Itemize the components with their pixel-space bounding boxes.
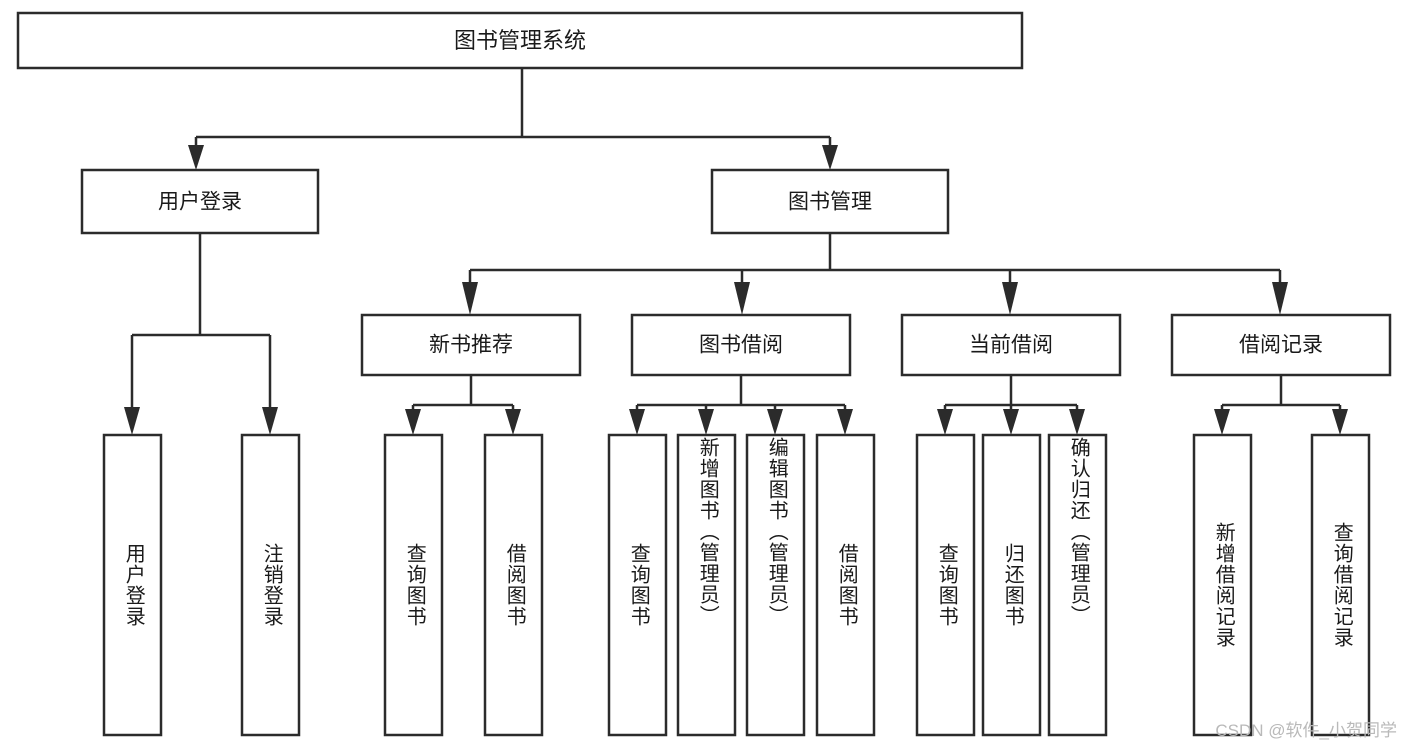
node-root-box bbox=[16, 11, 1024, 70]
arrow-current-borrow-leaf2 bbox=[1003, 409, 1019, 435]
node-user-login-label: 用户登录 bbox=[158, 191, 242, 214]
leaf-box-query-book-2[interactable] bbox=[607, 433, 668, 737]
arrow-bm-to-book-borrow bbox=[734, 282, 750, 315]
arrow-new-book-leaf1 bbox=[405, 409, 421, 435]
arrow-current-borrow-leaf1 bbox=[937, 409, 953, 435]
arrow-book-borrow-leaf1 bbox=[629, 409, 645, 435]
node-new-book-recommend[interactable]: 新书推荐 bbox=[360, 313, 582, 377]
arrow-borrow-record-leaf2 bbox=[1332, 409, 1348, 435]
node-book-borrow-label: 图书借阅 bbox=[699, 334, 783, 357]
node-borrow-record[interactable]: 借阅记录 bbox=[1170, 313, 1392, 377]
leaf-box-borrow-book-1[interactable] bbox=[483, 433, 544, 737]
node-root[interactable]: 图书管理系统 bbox=[16, 11, 1024, 70]
arrow-bm-to-current-borrow bbox=[1002, 282, 1018, 315]
node-current-borrow-box bbox=[900, 313, 1122, 377]
leaf-box-user-login[interactable] bbox=[102, 433, 163, 737]
leaf-box-query-book-1[interactable] bbox=[383, 433, 444, 737]
node-current-borrow-label: 当前借阅 bbox=[969, 334, 1053, 357]
leaf-box-query-book-3[interactable] bbox=[915, 433, 976, 737]
arrow-bm-to-borrow-record bbox=[1272, 282, 1288, 315]
arrow-root-to-book-management bbox=[822, 145, 838, 170]
leaf-box-query-record[interactable] bbox=[1310, 433, 1371, 737]
arrow-book-borrow-leaf3 bbox=[767, 409, 783, 435]
node-book-management[interactable]: 图书管理 bbox=[710, 168, 950, 235]
arrow-book-borrow-leaf2 bbox=[698, 409, 714, 435]
arrow-user-login-leaf2 bbox=[262, 407, 278, 435]
arrow-bm-to-new-book bbox=[462, 282, 478, 315]
node-book-management-label: 图书管理 bbox=[788, 191, 872, 214]
arrow-book-borrow-leaf4 bbox=[837, 409, 853, 435]
leaf-box-logout[interactable] bbox=[240, 433, 301, 737]
arrow-current-borrow-leaf3 bbox=[1069, 409, 1085, 435]
node-borrow-record-box bbox=[1170, 313, 1392, 377]
node-borrow-record-label: 借阅记录 bbox=[1239, 334, 1323, 357]
node-book-borrow-box bbox=[630, 313, 852, 377]
leaf-box-add-record[interactable] bbox=[1192, 433, 1253, 737]
node-user-login[interactable]: 用户登录 bbox=[80, 168, 320, 235]
arrow-new-book-leaf2 bbox=[505, 409, 521, 435]
arrow-root-to-user-login bbox=[188, 145, 204, 170]
csdn-watermark: CSDN @软件_小贺同学 bbox=[1215, 721, 1397, 740]
node-new-book-recommend-box bbox=[360, 313, 582, 377]
leaf-box-borrow-book-2[interactable] bbox=[815, 433, 876, 737]
leaf-box-confirm-return[interactable] bbox=[1047, 433, 1108, 737]
node-current-borrow[interactable]: 当前借阅 bbox=[900, 313, 1122, 377]
node-root-label: 图书管理系统 bbox=[454, 28, 586, 53]
arrow-borrow-record-leaf1 bbox=[1214, 409, 1230, 435]
node-book-borrow[interactable]: 图书借阅 bbox=[630, 313, 852, 377]
node-new-book-recommend-label: 新书推荐 bbox=[429, 334, 513, 357]
leaf-box-return-book[interactable] bbox=[981, 433, 1042, 737]
arrow-user-login-leaf1 bbox=[124, 407, 140, 435]
leaf-box-edit-book[interactable] bbox=[745, 433, 806, 737]
leaf-box-add-book[interactable] bbox=[676, 433, 737, 737]
node-book-management-box bbox=[710, 168, 950, 235]
